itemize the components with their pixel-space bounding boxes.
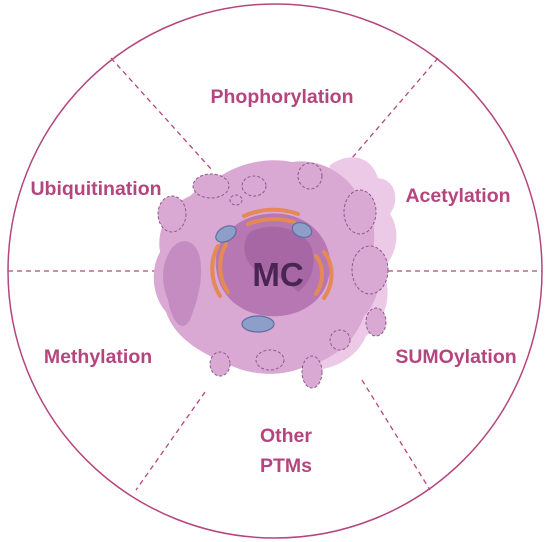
cell-shade	[163, 241, 202, 327]
sector-dividers	[8, 57, 542, 491]
divider-upper-right	[351, 57, 439, 159]
divider-lower-left	[135, 391, 206, 491]
label-ptms: PTMs	[260, 455, 312, 477]
center-label: MC	[252, 256, 303, 293]
divider-upper-left	[110, 57, 213, 171]
label-sumoylation: SUMOylation	[395, 346, 516, 368]
secretory-granules	[157, 162, 389, 389]
label-phosphorylation: Phophorylation	[211, 86, 354, 108]
label-methylation: Methylation	[44, 346, 152, 368]
mast-cell-illustration: MC	[153, 157, 397, 389]
label-acetylation: Acetylation	[405, 185, 510, 207]
nucleus-shadow	[244, 226, 314, 292]
label-ubiquitination: Ubiquitination	[30, 178, 161, 200]
golgi-apparatus	[210, 207, 334, 300]
mitochondria	[215, 221, 313, 333]
label-other: Other	[260, 425, 312, 447]
divider-lower-right	[361, 379, 431, 491]
